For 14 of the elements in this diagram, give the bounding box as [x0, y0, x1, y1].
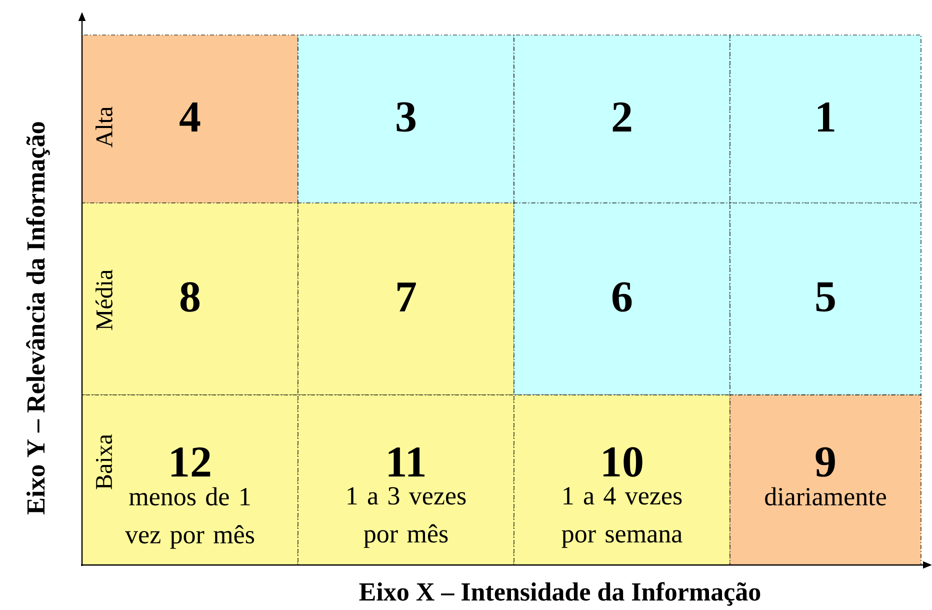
matrix-cell: 1 [730, 34, 922, 204]
matrix-cell: 2 [514, 34, 730, 204]
row-label: Média [96, 270, 112, 330]
matrix-cell: 10 1 a 4 vezes por semana [514, 394, 730, 566]
row-label: Baixa [96, 434, 112, 490]
matrix-cell: 9 diariamente [730, 394, 922, 566]
axis-title: Eixo Y – Relevância da Informação [26, 122, 50, 514]
row-label: Alta [96, 106, 112, 148]
matrix-cell: 5 [730, 202, 922, 396]
matrix-cell: 7 [298, 202, 514, 396]
matrix-cell: 3 [298, 34, 514, 204]
matrix-cell: 6 [514, 202, 730, 396]
matrix-cell: 11 1 a 3 vezes por mês [298, 394, 514, 566]
axis-title: Eixo X – Intensidade da Informação [359, 582, 760, 606]
